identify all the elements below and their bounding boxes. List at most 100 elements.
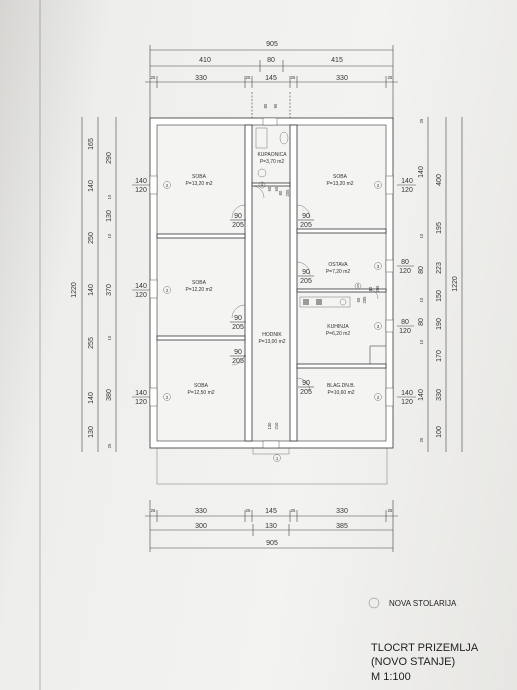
dim-bot-room-right: 330 bbox=[336, 508, 348, 515]
dim-top-room-left: 330 bbox=[195, 75, 207, 82]
room-name-bathroom: KUPAONICA bbox=[257, 152, 287, 158]
dim-bot-corridor: 145 bbox=[265, 508, 277, 515]
win-9-h: 205 bbox=[375, 285, 380, 293]
dim-left-c1-1: 140 bbox=[88, 180, 95, 192]
room-area-storage: P=7,20 m2 bbox=[326, 269, 351, 275]
title-line-3: M 1:100 bbox=[371, 671, 411, 683]
room-name-bedroom-4: SOBA bbox=[194, 383, 209, 389]
room-area-hallway: P=13,00 m2 bbox=[258, 339, 285, 345]
dim-right-c1-4: 190 bbox=[436, 318, 443, 330]
door-8-w: 60 bbox=[356, 297, 361, 302]
dim-left-c2-5: 10 bbox=[107, 335, 112, 340]
room-area-bedroom-1: P=13,20 m2 bbox=[185, 181, 212, 187]
room-name-bedroom-2: SOBA bbox=[333, 174, 348, 180]
window-tags: 140 120 2 140 120 2 140 120 2 140 120 2 … bbox=[132, 178, 416, 406]
door-9-h: 210 bbox=[274, 422, 279, 430]
dim-right-c1-2: 223 bbox=[436, 262, 443, 274]
door-tags: 90 205 90 205 90 205 90 205 90 205 90 20… bbox=[230, 189, 367, 462]
kitchen-fixtures bbox=[299, 296, 386, 364]
door-3-w: 90 bbox=[302, 269, 310, 276]
dim-right-c1-6: 330 bbox=[436, 389, 443, 401]
dim-left-c1-3: 140 bbox=[88, 284, 95, 296]
dim-left-c1-0: 165 bbox=[88, 138, 95, 150]
door-9-mark: 1 bbox=[276, 456, 279, 461]
win-2-w: 140 bbox=[135, 283, 147, 290]
room-area-kitchen: P=6,20 m2 bbox=[326, 331, 351, 337]
dim-top-bath-win-w: 80 bbox=[263, 103, 268, 108]
dim-left-c2-0: 290 bbox=[106, 152, 113, 164]
dim-top-corridor: 145 bbox=[265, 75, 277, 82]
legend: NOVA STOLARIJA bbox=[368, 597, 457, 609]
dim-left-overall: 1220 bbox=[71, 282, 78, 298]
door-5-h: 205 bbox=[232, 358, 244, 365]
dim-top-wall-2: 25 bbox=[246, 75, 251, 80]
dim-right-c2-7: 140 bbox=[418, 389, 425, 401]
dim-bot-wall-1: 25 bbox=[151, 508, 156, 513]
door-4-h: 205 bbox=[232, 324, 244, 331]
dim-bot-wall-3: 25 bbox=[291, 508, 296, 513]
win-7-w: 140 bbox=[401, 390, 413, 397]
door-2-h: 205 bbox=[300, 222, 312, 229]
win-4-h: 120 bbox=[401, 187, 413, 194]
win-6-w: 80 bbox=[401, 319, 409, 326]
dim-right-c1-0: 400 bbox=[436, 174, 443, 186]
dim-right-c2-6: 10 bbox=[419, 339, 424, 344]
dim-right-c2-1: 140 bbox=[418, 166, 425, 178]
room-name-bedroom-1: SOBA bbox=[192, 174, 207, 180]
dim-right-c2-3: 80 bbox=[418, 266, 425, 274]
win-7-h: 120 bbox=[401, 399, 413, 406]
win-6-mark: 3 bbox=[377, 324, 380, 329]
left-dimensions: 1220 165 140 250 140 255 140 130 290 10 … bbox=[71, 117, 117, 452]
door-swings bbox=[231, 185, 379, 392]
bathroom-fixtures bbox=[255, 127, 289, 178]
room-name-dining: BLAG.DN.B. bbox=[327, 383, 355, 389]
dim-left-c2-1: 10 bbox=[107, 194, 112, 199]
dim-bot-left: 300 bbox=[195, 523, 207, 530]
room-labels: SOBA P=13,20 m2 KUPAONICA P=3,70 m2 SOBA… bbox=[185, 152, 355, 396]
dim-left-c1-2: 250 bbox=[88, 232, 95, 244]
win-4-w: 140 bbox=[401, 178, 413, 185]
building-walls bbox=[149, 117, 394, 485]
win-3-h: 120 bbox=[135, 399, 147, 406]
dim-left-c2-3: 10 bbox=[107, 233, 112, 238]
door-6-h: 205 bbox=[300, 389, 312, 396]
top-dimensions: 905 410 80 415 25 330 25 145 25 330 25 8… bbox=[145, 41, 398, 120]
room-name-hallway: HODNIK bbox=[262, 332, 282, 338]
right-dimensions: 25 140 10 80 10 80 10 140 25 400 195 223… bbox=[418, 117, 463, 452]
dim-right-c1-7: 100 bbox=[436, 426, 443, 438]
dim-left-c2-7: 25 bbox=[107, 443, 112, 448]
dim-right-c2-0: 25 bbox=[419, 118, 424, 123]
door-2-w: 90 bbox=[302, 213, 310, 220]
dim-right-c1-5: 170 bbox=[436, 350, 443, 362]
win-5-mark: 3 bbox=[377, 264, 380, 269]
win-9-mark: 5 bbox=[357, 284, 360, 289]
dim-bot-wall-2: 25 bbox=[246, 508, 251, 513]
door-9-w: 130 bbox=[267, 422, 272, 430]
title-line-1: TLOCRT PRIZEMLJA bbox=[371, 642, 479, 654]
win-9-w: 80 bbox=[368, 286, 373, 291]
door-1-h: 205 bbox=[232, 222, 244, 229]
legend-label: NOVA STOLARIJA bbox=[389, 599, 457, 608]
win-5-w: 80 bbox=[401, 259, 409, 266]
door-7-h: 205 bbox=[285, 189, 290, 197]
dim-top-right-half: 415 bbox=[331, 57, 343, 64]
dim-top-wall-3: 25 bbox=[291, 75, 296, 80]
win-5-h: 120 bbox=[399, 268, 411, 275]
win-4-mark: 2 bbox=[377, 183, 380, 188]
dim-right-c2-2: 10 bbox=[419, 233, 424, 238]
legend-circle-icon bbox=[368, 597, 380, 609]
win-1-h: 120 bbox=[135, 187, 147, 194]
win-1-w: 140 bbox=[135, 178, 147, 185]
win-2-h: 120 bbox=[135, 292, 147, 299]
dim-left-c1-6: 130 bbox=[88, 426, 95, 438]
dim-top-room-right: 330 bbox=[336, 75, 348, 82]
win-6-h: 120 bbox=[399, 328, 411, 335]
win-8-w: 60 bbox=[267, 186, 272, 191]
room-area-bedroom-4: P=12,50 m2 bbox=[187, 390, 214, 396]
door-1-w: 90 bbox=[234, 213, 242, 220]
dim-right-c1-1: 195 bbox=[436, 222, 443, 234]
dim-bot-right: 385 bbox=[336, 523, 348, 530]
door-4-w: 90 bbox=[234, 315, 242, 322]
